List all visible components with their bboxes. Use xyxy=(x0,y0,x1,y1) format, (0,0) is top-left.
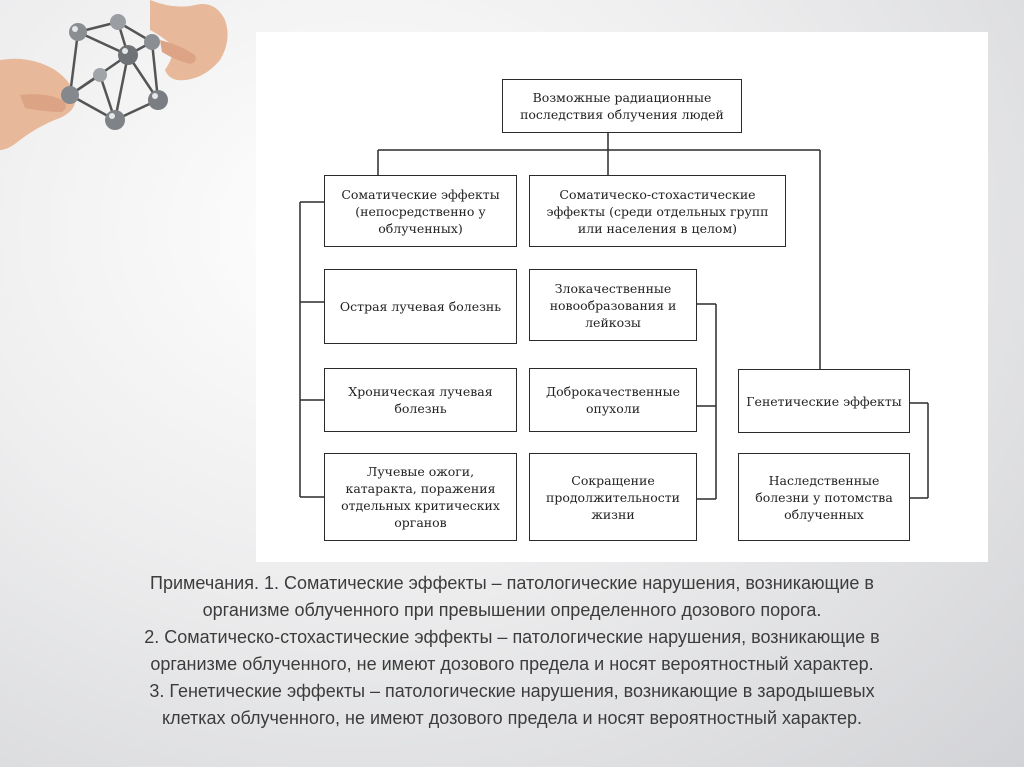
malignant-box: Злокачественные новообразования и лейкоз… xyxy=(529,269,697,341)
note-line: клетках облученного, не имеют дозового п… xyxy=(30,705,994,732)
notes-text: Примечания. 1. Соматические эффекты – па… xyxy=(30,570,994,732)
lifespan-box: Сокращение продолжительности жизни xyxy=(529,453,697,541)
hereditary-box: Наследственные болезни у потомства облуч… xyxy=(738,453,910,541)
genetic-effects-box: Генетические эффекты xyxy=(738,369,910,433)
note-line: организме облученного, не имеют дозового… xyxy=(30,651,994,678)
benign-box: Доброкачественные опухоли xyxy=(529,368,697,432)
diagram-panel: Возможные радиационные последствия облуч… xyxy=(256,32,988,562)
acute-radiation-box: Острая лучевая болезнь xyxy=(324,269,517,344)
note-line: 2. Соматическо-стохастические эффекты – … xyxy=(30,624,994,651)
note-line: Примечания. 1. Соматические эффекты – па… xyxy=(30,570,994,597)
note-line: 3. Генетические эффекты – патологические… xyxy=(30,678,994,705)
molecule-model-image xyxy=(0,0,240,170)
stochastic-effects-box: Соматическо-стохастические эффекты (сред… xyxy=(529,175,786,247)
root-box: Возможные радиационные последствия облуч… xyxy=(502,79,742,133)
somatic-effects-box: Соматические эффекты (непосредственно у … xyxy=(324,175,517,247)
note-line: организме облученного при превышении опр… xyxy=(30,597,994,624)
chronic-radiation-box: Хроническая лучевая болезнь xyxy=(324,368,517,432)
burns-box: Лучевые ожоги, катаракта, поражения отде… xyxy=(324,453,517,541)
